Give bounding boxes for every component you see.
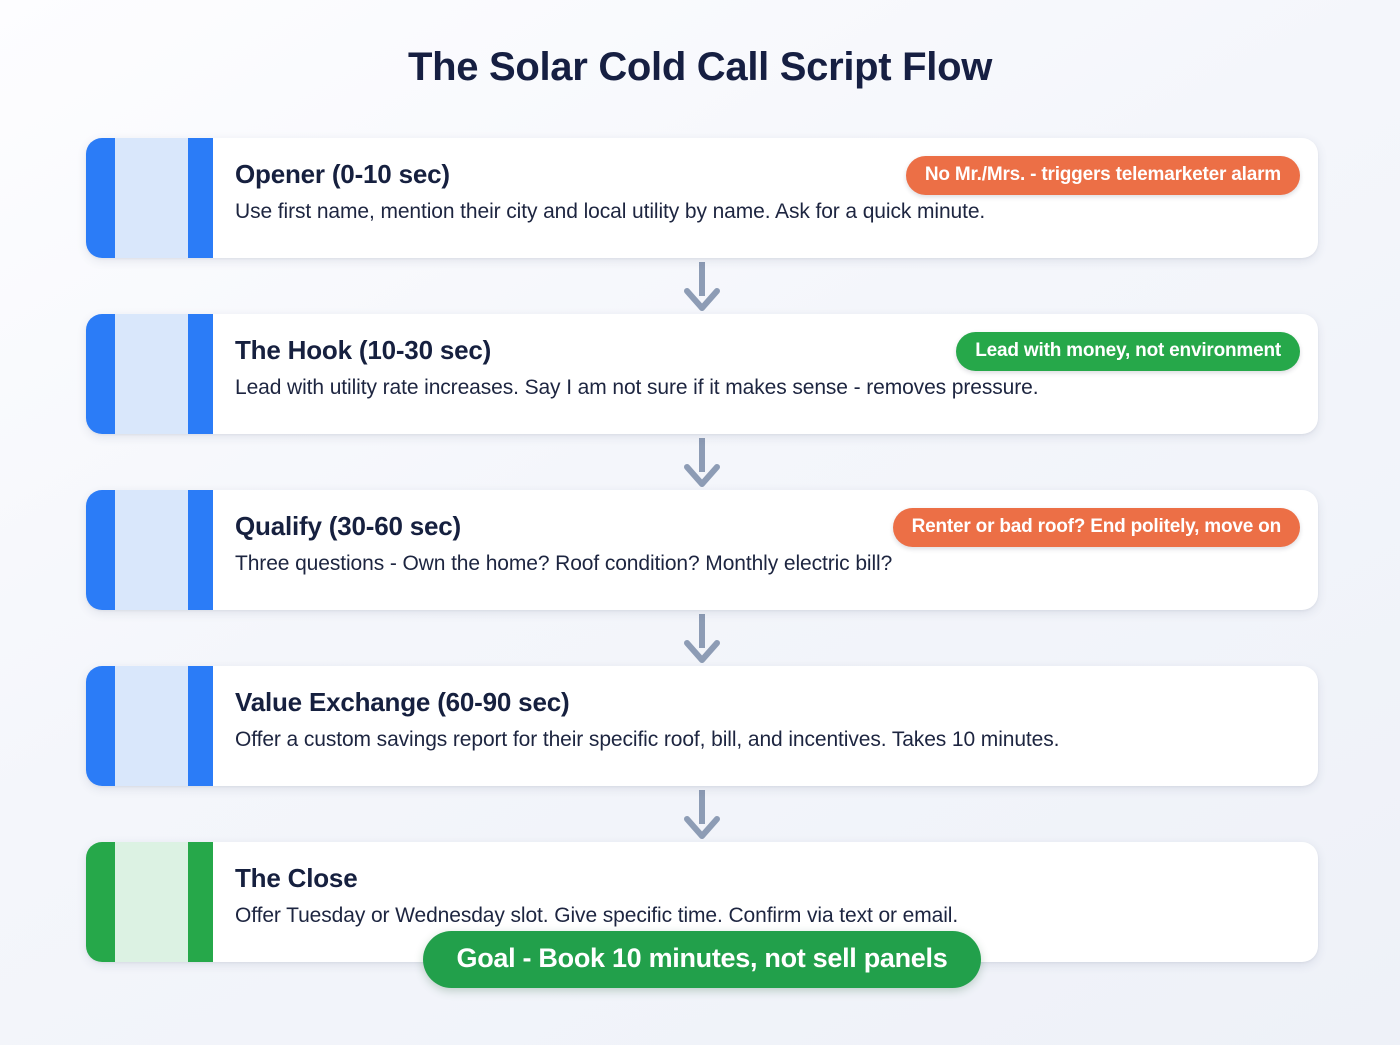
step-description: Use first name, mention their city and l… (235, 199, 986, 223)
accent-solid-outer (86, 314, 115, 434)
status-badge: No Mr./Mrs. - triggers telemarketer alar… (905, 156, 1300, 195)
step-description: Three questions - Own the home? Roof con… (235, 551, 893, 575)
step-title: Qualify (30-60 sec) (235, 511, 461, 541)
connector-arrow-1 (86, 258, 1318, 314)
connector-arrow-3 (86, 610, 1318, 666)
step-title: Opener (0-10 sec) (235, 159, 450, 189)
accent-solid-inner (188, 666, 213, 786)
step-body: Opener (0-10 sec) Use first name, mentio… (213, 138, 1318, 258)
page-title: The Solar Cold Call Script Flow (407, 45, 993, 89)
accent-pale-middle (115, 138, 188, 258)
accent-solid-outer (86, 138, 115, 258)
flow-step-card-close[interactable]: The Close Offer Tuesday or Wednesday slo… (86, 842, 1318, 962)
accent-solid-inner (188, 842, 213, 962)
accent-pale-middle (115, 666, 188, 786)
final-step-wrapper: The Close Offer Tuesday or Wednesday slo… (86, 842, 1318, 988)
step-accent-bar (86, 490, 213, 610)
accent-pale-middle (115, 490, 188, 610)
accent-solid-outer (86, 842, 115, 962)
step-title: Value Exchange (60-90 sec) (235, 687, 570, 717)
connector-arrow-4 (86, 786, 1318, 842)
arrow-down-icon (684, 614, 720, 663)
arrow-down-icon (684, 262, 720, 311)
flow-step-card-value-exchange[interactable]: Value Exchange (60-90 sec) Offer a custo… (86, 666, 1318, 786)
step-accent-bar (86, 666, 213, 786)
step-accent-bar (86, 842, 213, 962)
accent-pale-middle (115, 842, 188, 962)
accent-solid-inner (188, 314, 213, 434)
status-badge: Renter or bad roof? End politely, move o… (892, 508, 1300, 547)
accent-solid-inner (188, 490, 213, 610)
flow-step-card-opener[interactable]: Opener (0-10 sec) Use first name, mentio… (86, 138, 1318, 258)
step-accent-bar (86, 314, 213, 434)
accent-solid-inner (188, 138, 213, 258)
accent-solid-outer (86, 666, 115, 786)
step-body: Qualify (30-60 sec) Three questions - Ow… (213, 490, 1318, 610)
goal-banner-wrapper: Goal - Book 10 minutes, not sell panels (86, 931, 1318, 988)
step-title: The Close (235, 863, 358, 893)
flow-step-card-qualify[interactable]: Qualify (30-60 sec) Three questions - Ow… (86, 490, 1318, 610)
goal-banner: Goal - Book 10 minutes, not sell panels (422, 931, 982, 988)
step-description: Lead with utility rate increases. Say I … (235, 375, 1039, 399)
accent-solid-outer (86, 490, 115, 610)
step-body: Value Exchange (60-90 sec) Offer a custo… (213, 666, 1318, 786)
step-body: The Close Offer Tuesday or Wednesday slo… (213, 842, 1318, 962)
step-accent-bar (86, 138, 213, 258)
step-title: The Hook (10-30 sec) (235, 335, 492, 365)
accent-pale-middle (115, 314, 188, 434)
arrow-down-icon (684, 438, 720, 487)
arrow-down-icon (684, 790, 720, 839)
status-badge: Lead with money, not environment (956, 332, 1300, 371)
flow-step-card-hook[interactable]: The Hook (10-30 sec) Lead with utility r… (86, 314, 1318, 434)
step-description: Offer Tuesday or Wednesday slot. Give sp… (235, 903, 959, 927)
script-flow-diagram: Opener (0-10 sec) Use first name, mentio… (86, 138, 1318, 988)
step-body: The Hook (10-30 sec) Lead with utility r… (213, 314, 1318, 434)
connector-arrow-2 (86, 434, 1318, 490)
step-description: Offer a custom savings report for their … (235, 727, 1060, 751)
